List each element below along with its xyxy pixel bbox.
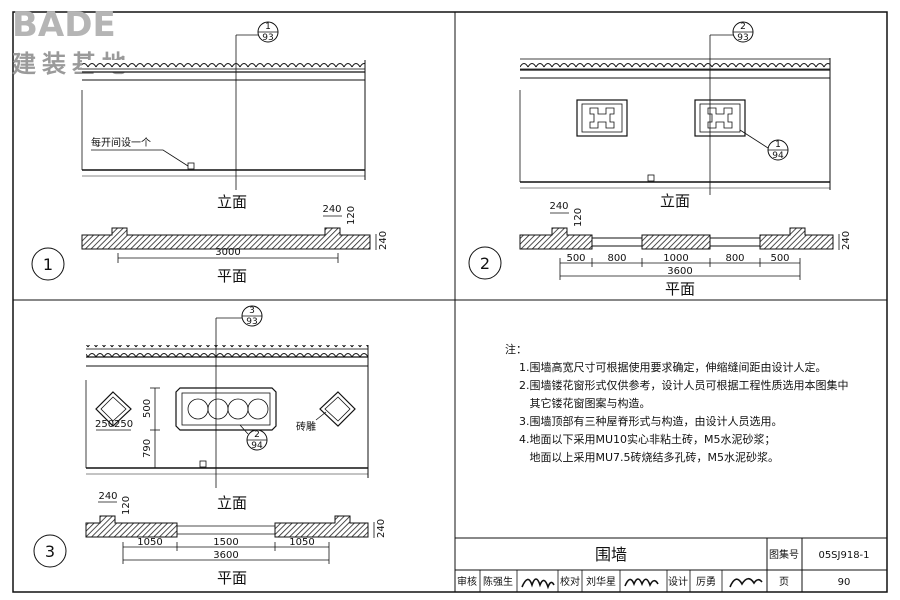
dim-segment: 1050 — [137, 537, 162, 548]
ref-window-num: 2 — [254, 430, 260, 440]
page-number: 90 — [838, 577, 851, 588]
sheet-border — [12, 11, 888, 593]
dim-segment: 1050 — [289, 537, 314, 548]
dim-window-height: 500 — [142, 399, 153, 418]
plan-label: 平面 — [217, 569, 247, 587]
dim-total: 3600 — [213, 550, 238, 561]
lattice-window — [576, 99, 628, 137]
vent-annotation: 每开间设一个 — [91, 136, 151, 149]
brick-carving-label: 砖雕 — [296, 420, 316, 433]
ref-top-den: 93 — [262, 33, 273, 43]
drawing-title: 围墙 — [595, 545, 627, 564]
dim-pier-width: 240 — [549, 201, 568, 212]
note-line: 4.地面以下采用MU10实心非粘土砖，M5水泥砂浆； — [519, 433, 776, 446]
dim-segment: 1500 — [213, 537, 238, 548]
ref-top-num: 1 — [265, 22, 271, 32]
vent-hole — [199, 460, 207, 468]
reviewer-signature — [521, 578, 555, 590]
detail-number: 3 — [45, 542, 55, 561]
panel-3: 3 93 砖雕 2 94 500 790 — [33, 305, 387, 587]
checker-name: 刘华星 — [586, 575, 616, 588]
dim-wall-thickness: 240 — [376, 519, 387, 538]
dim-total: 3600 — [667, 266, 692, 277]
dim-wall-thickness: 240 — [841, 231, 852, 250]
dim-pier-height: 120 — [346, 206, 357, 225]
brick-carving-left — [95, 391, 132, 427]
dim-wall-thickness: 240 — [378, 231, 389, 250]
brick-carving-right — [319, 391, 356, 427]
detail-number-circle — [31, 247, 65, 281]
ridge-tiles — [520, 58, 830, 70]
note-line: 2.围墙镂花窗形式仅供参考，设计人员可根据工程性质选用本图集中 — [519, 379, 849, 392]
dim-pier-width: 240 — [98, 491, 117, 502]
logo-brand: BADE — [12, 5, 116, 45]
dim-segment: 500 — [770, 253, 789, 264]
ref-window-den: 94 — [251, 441, 263, 451]
elevation-label: 立面 — [217, 193, 247, 211]
plan-label: 平面 — [217, 267, 247, 285]
dim-pier-width: 240 — [322, 204, 341, 215]
lattice-window — [175, 387, 277, 431]
detail-number: 1 — [43, 255, 53, 274]
dim-total: 3000 — [215, 247, 240, 258]
note-line: 1.围墙高宽尺寸可根据使用要求确定，伸缩缝间距由设计人定。 — [519, 361, 827, 374]
note-line: 3.围墙顶部有三种屋脊形式与构造，由设计人员选用。 — [519, 415, 783, 428]
ref-window-den: 94 — [772, 151, 784, 161]
ridge-tiles — [82, 60, 365, 72]
page-label: 页 — [779, 576, 789, 588]
ref-top-num: 2 — [740, 22, 746, 32]
check-label: 校对 — [560, 575, 580, 588]
checker-signature — [624, 578, 659, 588]
dim-width-b: 250 — [114, 419, 133, 430]
ref-top-den: 93 — [246, 317, 257, 327]
dim-sill-height: 790 — [142, 439, 153, 458]
notes-block: 注： 1.围墙高宽尺寸可根据使用要求确定，伸缩缝间距由设计人定。 2.围墙镂花窗… — [505, 341, 885, 467]
ref-top-den: 93 — [737, 33, 748, 43]
designer-signature — [729, 577, 763, 588]
atlas-number: 05SJ918-1 — [818, 550, 869, 561]
logo: BADE 建装基地 — [12, 5, 126, 78]
dim-segment: 1000 — [663, 253, 688, 264]
dim-segment: 500 — [566, 253, 585, 264]
notes-title: 注： — [505, 343, 527, 356]
plan-wall — [81, 227, 371, 250]
dim-pier-height: 120 — [121, 496, 132, 515]
vent-hole — [187, 162, 195, 170]
panel-2: 2 93 1 94 立面 500 8 — [468, 21, 852, 298]
plan-label: 平面 — [665, 280, 695, 298]
dim-segment: 800 — [725, 253, 744, 264]
ridge-tiles — [86, 345, 368, 357]
detail-number: 2 — [480, 254, 490, 273]
design-label: 设计 — [668, 575, 688, 588]
elevation-label: 立面 — [660, 192, 690, 210]
atlas-label: 图集号 — [769, 548, 799, 561]
ref-top-num: 3 — [249, 306, 255, 316]
dim-pier-height: 120 — [573, 208, 584, 227]
reviewer-name: 陈强生 — [483, 575, 513, 588]
title-block: 围墙 图集号 05SJ918-1 页 90 审核 陈强生 校对 刘华星 设计 厉… — [454, 537, 888, 593]
designer-name: 厉勇 — [696, 576, 716, 588]
note-line: 地面以上采用MU7.5砖烧结多孔砖，M5水泥砂浆。 — [519, 451, 780, 464]
review-label: 审核 — [457, 575, 477, 588]
vent-hole — [647, 174, 655, 182]
ref-window-num: 1 — [775, 140, 781, 150]
note-line: 其它镂花窗图案与构造。 — [519, 397, 651, 410]
dim-width-a: 250 — [95, 419, 114, 430]
elevation-label: 立面 — [217, 494, 247, 512]
panel-1: 1 93 每开间设一个 立面 3000 240 120 240 平面 1 — [31, 21, 389, 285]
lattice-window — [694, 99, 746, 137]
dim-segment: 800 — [607, 253, 626, 264]
